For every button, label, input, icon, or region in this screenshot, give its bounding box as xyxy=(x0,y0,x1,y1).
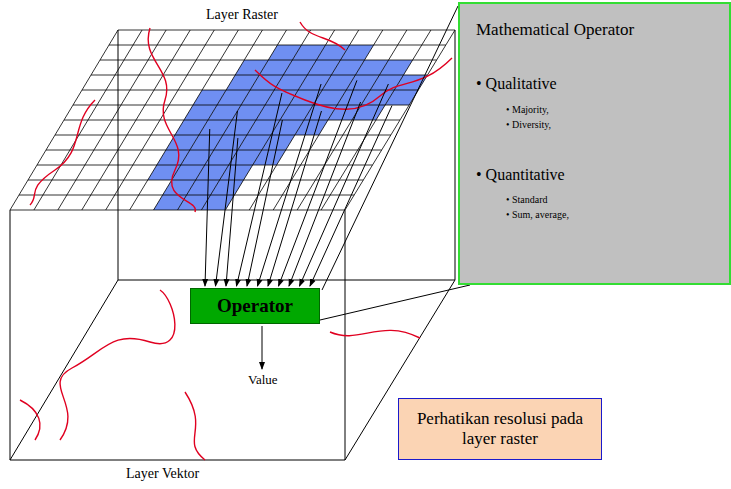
aggregation-arrow xyxy=(289,102,361,286)
grid-line xyxy=(37,165,373,166)
bullet-item: • Qualitative xyxy=(476,74,729,93)
aggregation-arrow xyxy=(300,84,389,286)
grid-line xyxy=(10,210,345,211)
node-text: Perhatikan resolusi pada layer raster xyxy=(410,409,590,450)
bullet-item: • Quantitative xyxy=(476,165,729,184)
node-text: Operator xyxy=(197,295,313,318)
aggregation-arrow xyxy=(205,129,210,286)
grid-line xyxy=(109,45,446,46)
grid-line xyxy=(64,120,400,121)
value-label: Value xyxy=(246,372,280,388)
aggregation-arrow xyxy=(310,106,392,286)
grid-line xyxy=(118,30,455,31)
aggregation-arrow xyxy=(237,93,282,286)
aggregation-arrow xyxy=(247,120,282,286)
grid-line xyxy=(19,195,354,196)
bullet-item: • Diversity, xyxy=(506,119,729,131)
aggregation-arrow xyxy=(258,84,322,286)
operator-box: Operator xyxy=(190,288,320,324)
aggregation-arrow xyxy=(226,138,238,286)
bullet-item: • Standard xyxy=(506,194,729,206)
grid-line xyxy=(28,180,363,181)
red-boundary-lines xyxy=(20,22,452,460)
grid-line xyxy=(46,150,382,151)
layer-box xyxy=(10,30,455,460)
zoom-line xyxy=(320,285,470,320)
layer-label: Layer Vektor xyxy=(124,466,201,482)
bullet-item: • Sum, average, xyxy=(506,209,729,221)
value-arrow xyxy=(262,326,263,369)
grid-line xyxy=(55,135,391,136)
grid-line xyxy=(100,60,437,61)
aggregation-arrow xyxy=(216,111,238,286)
bullet-item: • Majority, xyxy=(506,104,729,116)
note-box: Perhatikan resolusi pada layer raster xyxy=(398,398,602,460)
panel-heading: Mathematical Operator xyxy=(476,20,729,40)
grid-line xyxy=(82,90,418,91)
operator-panel: Mathematical Operator • Qualitative • Majo… xyxy=(458,2,731,285)
layer-label: Layer Raster xyxy=(204,7,280,23)
aggregation-arrow xyxy=(268,111,321,286)
zoom-line xyxy=(322,6,458,290)
